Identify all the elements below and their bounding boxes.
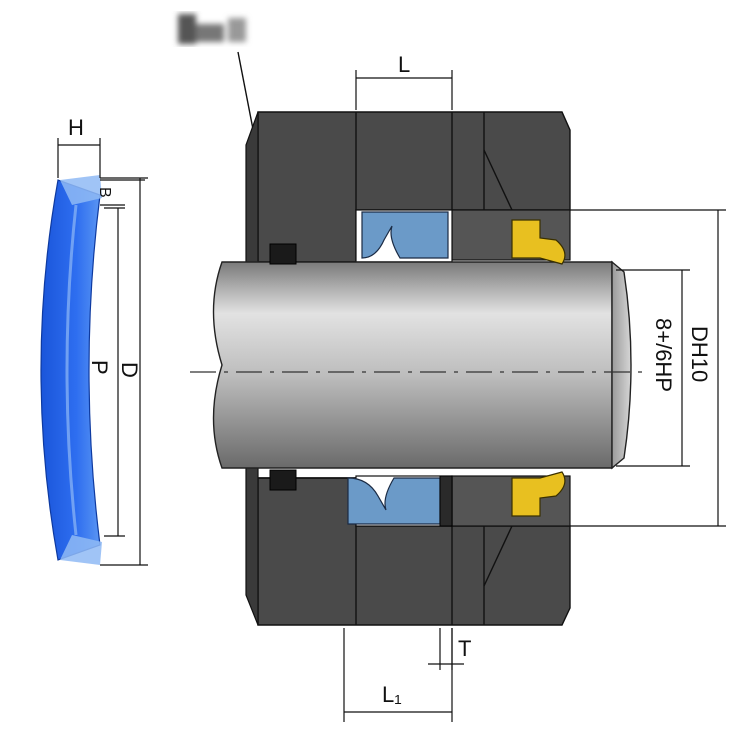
seal-components xyxy=(269,211,566,527)
seal-ring-lip-top xyxy=(60,175,102,205)
housing-chamfer-top xyxy=(483,149,513,211)
u-cup-seal-top xyxy=(361,211,449,259)
piston-rod xyxy=(190,260,642,470)
housing-chamfer-bottom xyxy=(483,525,513,587)
wiper-seal-bottom xyxy=(511,471,566,517)
rod-body xyxy=(212,261,613,469)
label-bore-tolerance: DH10 xyxy=(687,326,712,382)
housing-right-groove-top xyxy=(451,209,571,261)
wiper-seal-top xyxy=(511,219,566,265)
seal-ring-lip-bottom xyxy=(60,535,102,565)
label-h: H xyxy=(68,115,84,140)
seal-ring-inner-highlight xyxy=(65,204,78,536)
label-shaft-tolerance: 8+/6HP xyxy=(651,318,676,392)
label-d-ring: D xyxy=(117,362,142,378)
label-t: T xyxy=(458,636,471,661)
oring-top xyxy=(269,243,297,265)
label-b: B xyxy=(96,187,113,198)
rod-end-chamfer xyxy=(611,260,632,470)
label-p-ring: P xyxy=(87,360,112,375)
u-cup-seal-bottom xyxy=(347,477,441,525)
housing-dimensions: L L₁ T 8+/6HP DH10 xyxy=(343,52,726,722)
label-l: L xyxy=(398,52,410,77)
backup-ring-bottom xyxy=(439,475,453,527)
label-l1: L₁ xyxy=(382,682,402,707)
seal-ring-profile: H B D P xyxy=(40,115,148,566)
oring-bottom xyxy=(269,469,297,491)
